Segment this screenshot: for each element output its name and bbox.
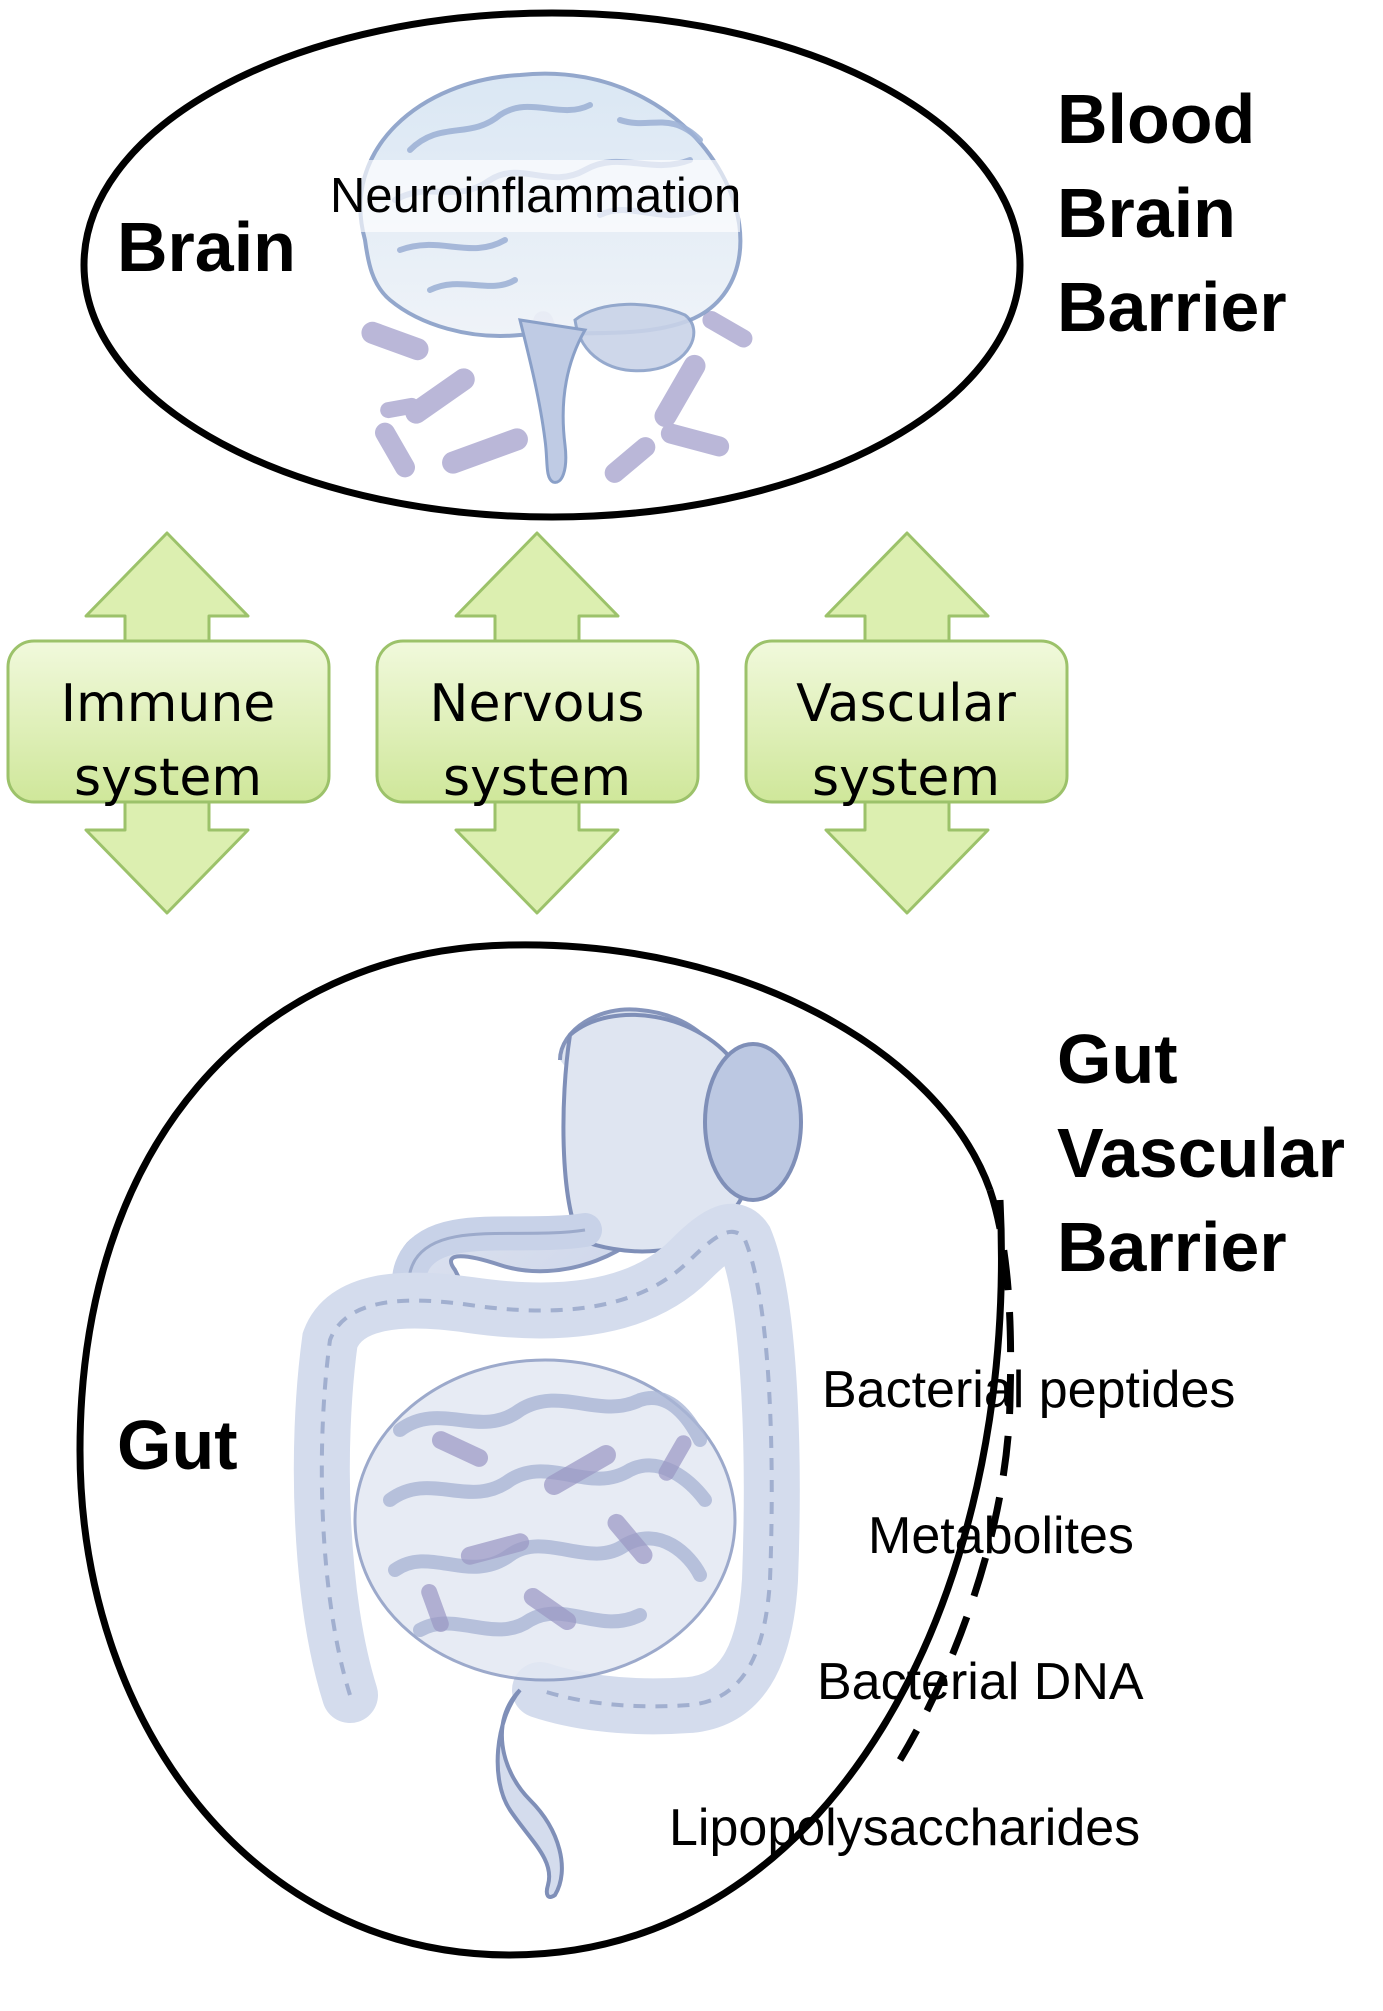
- molecule-bacterial-peptides: Bacterial peptides: [822, 1361, 1236, 1419]
- gut-vascular-barrier-circle-solid: [76, 941, 1005, 1959]
- nervous-system-label: Nervous system: [372, 667, 702, 815]
- nervous-system-label-line-2: system: [443, 748, 631, 808]
- blood-brain-barrier-line-2: Brain: [1057, 174, 1236, 252]
- nervous-system-label-line-1: Nervous: [429, 674, 645, 734]
- gut-vascular-barrier-label: Gut Vascular Barrier: [1057, 1012, 1345, 1294]
- vascular-system-label: Vascular system: [741, 667, 1071, 815]
- nervous-system-box: [375, 639, 700, 804]
- immune-system-label: Immune system: [3, 667, 333, 815]
- brain-label: Brain: [117, 208, 296, 286]
- vascular-system-box: [744, 639, 1069, 804]
- brain-bacteria: [361, 311, 753, 483]
- gut-vascular-barrier-line-1: Gut: [1057, 1020, 1178, 1098]
- blood-brain-barrier-ellipse: [80, 9, 1024, 521]
- blood-brain-barrier-line-3: Barrier: [1057, 268, 1287, 346]
- neuroinflammation-band: [320, 160, 740, 232]
- immune-system-box: [6, 639, 331, 804]
- gut-label: Gut: [117, 1406, 238, 1484]
- gut-vascular-barrier-line-3: Barrier: [1057, 1208, 1287, 1286]
- neuroinflammation-label: Neuroinflammation: [330, 169, 742, 223]
- molecule-metabolites: Metabolites: [868, 1507, 1134, 1565]
- vascular-system-label-line-2: system: [812, 748, 1000, 808]
- brain-illustration: [358, 71, 753, 484]
- gut-illustration: [293, 1007, 803, 1899]
- gut-vascular-barrier-circle-dashed: [896, 1188, 1015, 1762]
- gut-bacteria: [421, 1431, 692, 1632]
- molecule-lipopolysaccharides: Lipopolysaccharides: [669, 1799, 1141, 1857]
- blood-brain-barrier-line-1: Blood: [1057, 80, 1256, 158]
- immune-system-label-line-2: system: [74, 748, 262, 808]
- vascular-system-label-line-1: Vascular: [796, 674, 1016, 734]
- gut-vascular-barrier-line-2: Vascular: [1057, 1114, 1345, 1192]
- blood-brain-barrier-label: Blood Brain Barrier: [1057, 72, 1287, 354]
- molecule-bacterial-dna: Bacterial DNA: [817, 1653, 1144, 1711]
- immune-system-label-line-1: Immune: [60, 674, 276, 734]
